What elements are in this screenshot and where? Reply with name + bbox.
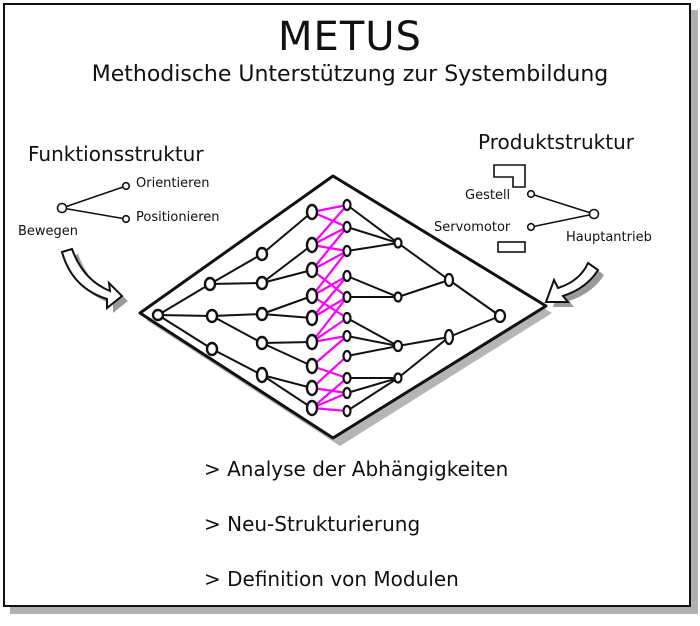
dependency-links — [311, 203, 348, 413]
function-child-positionieren: Positionieren — [136, 210, 220, 225]
function-child-orientieren: Orientieren — [136, 176, 210, 191]
page-title: METUS — [278, 14, 422, 60]
bullet-analyse: > Analyse der Abhängigkeiten — [204, 457, 509, 481]
diamond-outline — [138, 174, 548, 440]
arrow-icon-right — [544, 261, 604, 307]
bullet-definition-modulen: > Definition von Modulen — [204, 567, 459, 591]
function-structure-title: Funktionsstruktur — [28, 142, 204, 166]
function-root-bewegen: Bewegen — [18, 224, 79, 239]
product-tree-icon — [493, 164, 600, 253]
product-child-gestell: Gestell — [465, 188, 511, 203]
page-subtitle: Methodische Unterstützung zur Systembild… — [91, 62, 609, 87]
function-tree-nodes — [151, 203, 319, 417]
product-structure-title: Produktstruktur — [478, 130, 635, 154]
product-tree-nodes — [342, 198, 507, 418]
product-tree-edges — [346, 204, 501, 412]
bullet-neu-strukturierung: > Neu-Strukturierung — [204, 512, 421, 536]
product-root-hauptantrieb: Hauptantrieb — [566, 230, 652, 245]
arrow-icon-left — [60, 247, 128, 313]
product-child-servomotor: Servomotor — [434, 220, 511, 235]
function-tree-edges — [157, 211, 313, 409]
bullet-list: > Analyse der Abhängigkeiten > Neu-Struk… — [204, 456, 508, 621]
function-tree-icon — [56, 181, 131, 224]
